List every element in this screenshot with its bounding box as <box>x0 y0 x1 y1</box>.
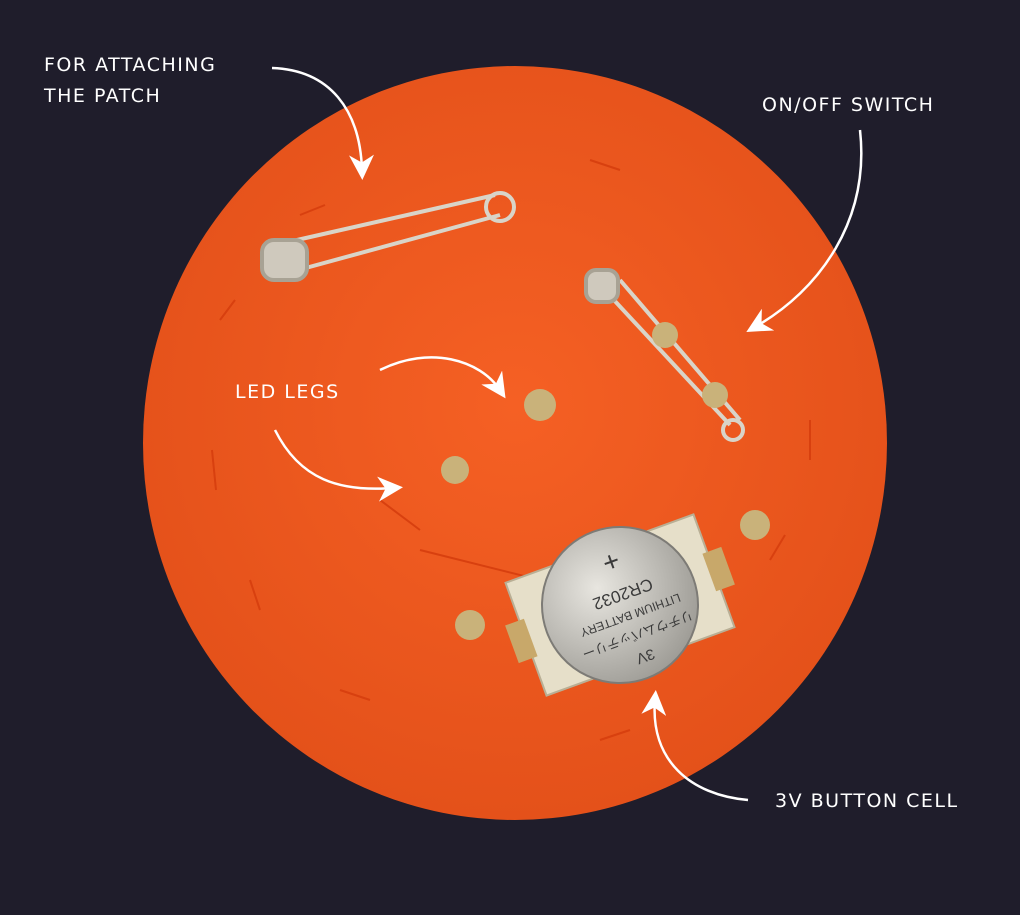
arrow-battery-icon <box>641 690 749 802</box>
label-attaching-line2: THE PATCH <box>44 85 162 107</box>
label-battery: 3V BUTTON CELL <box>775 790 959 812</box>
label-switch: ON/OFF SWITCH <box>762 94 935 116</box>
arrow-attaching-icon <box>271 66 374 180</box>
label-attaching-line1: FOR ATTACHING <box>44 54 217 76</box>
label-attaching: FOR ATTACHING THE PATCH <box>44 50 216 112</box>
battery-holder <box>504 513 736 697</box>
battery-voltage: 3V <box>634 645 657 667</box>
thread-knots <box>441 322 770 640</box>
label-led-legs: LED LEGS <box>235 381 340 403</box>
stitches <box>211 159 811 741</box>
arrow-led-upper-icon <box>379 356 506 399</box>
coin-cell <box>541 526 699 684</box>
safety-pin-large <box>260 191 516 282</box>
annotation-arrows <box>271 66 863 802</box>
felt-patch <box>143 66 887 820</box>
arrow-switch-icon <box>746 129 863 332</box>
arrow-led-lower-icon <box>273 429 403 502</box>
